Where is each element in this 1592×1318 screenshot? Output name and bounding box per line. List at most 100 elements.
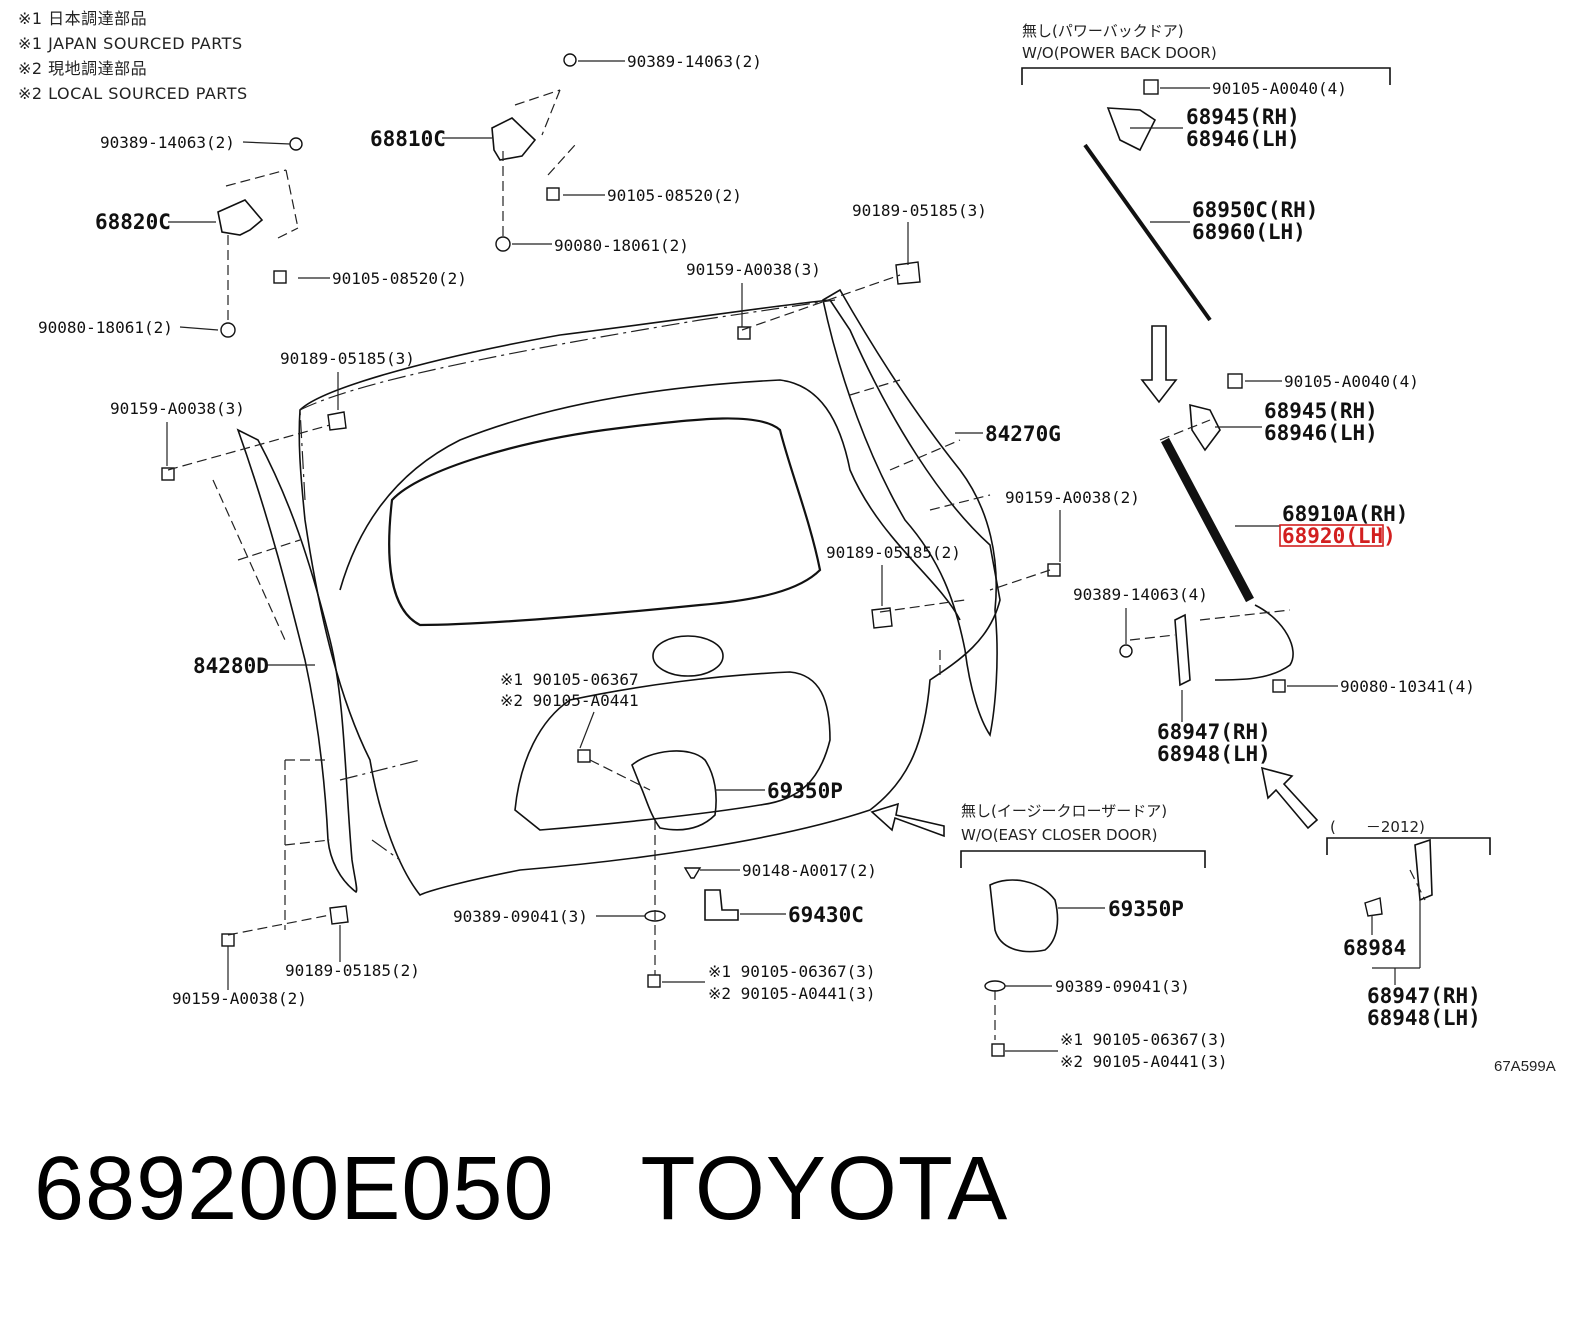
arrow-upleft-icon — [1260, 766, 1319, 830]
label-90105-A0441-bot: ※2 90105-A0441(3) — [708, 984, 876, 1003]
label-68820C: 68820C — [95, 210, 171, 234]
note-easy-closer-jp: 無し(イージークローザードア) — [961, 802, 1167, 820]
label-90189-05185-top: 90189-05185(3) — [852, 201, 987, 220]
strut-68910A — [1161, 437, 1254, 603]
hinge-68820C — [217, 199, 264, 236]
note-power-door-jp: 無し(パワーバックドア) — [1022, 22, 1184, 40]
label-68984: 68984 — [1343, 936, 1406, 960]
strut-cable — [1214, 604, 1294, 681]
label-84280D: 84280D — [193, 654, 269, 678]
label-68948-a: 68948(LH) — [1157, 742, 1271, 766]
rear-window — [388, 417, 822, 627]
garnish-84280D — [236, 428, 358, 894]
drawing-code: 67A599A — [1494, 1058, 1556, 1075]
label-90105-06367-alt: ※1 90105-06367(3) — [1060, 1030, 1228, 1049]
label-69350P-alt: 69350P — [1108, 897, 1184, 921]
label-68946-b: 68946(LH) — [1264, 421, 1378, 445]
label-90189-05185-left: 90189-05185(3) — [280, 349, 415, 368]
label-90105-08520-top: 90105-08520(2) — [607, 186, 742, 205]
bolt-icon — [161, 467, 175, 481]
clip-icon — [871, 607, 893, 629]
note-year-range: ( －2012) — [1330, 818, 1425, 836]
label-90159-A0038-right: 90159-A0038(2) — [1005, 488, 1140, 507]
label-90159-A0038-left: 90159-A0038(3) — [110, 399, 245, 418]
bolt-icon — [273, 270, 287, 284]
label-68945-a: 68945(RH) — [1186, 105, 1300, 129]
hinge-68810C — [491, 117, 537, 161]
fastener-icon — [563, 53, 577, 67]
label-90105-A0441-alt: ※2 90105-A0441(3) — [1060, 1052, 1228, 1071]
label-90080-10341: 90080-10341(4) — [1340, 677, 1475, 696]
back-door-outline — [298, 299, 1001, 897]
fastener-icon — [220, 322, 236, 338]
emblem-oval — [652, 635, 724, 677]
label-68910A: 68910A(RH) — [1282, 502, 1408, 526]
switch-69430C — [704, 889, 739, 921]
footer-brand: TOYOTA — [640, 1139, 1009, 1239]
label-68948-b: 68948(LH) — [1367, 1006, 1481, 1030]
screw-icon — [683, 867, 702, 879]
legend: ※1 日本調達部品 ※1 JAPAN SOURCED PARTS ※2 現地調達… — [18, 6, 248, 106]
label-90159-A0038-top: 90159-A0038(3) — [686, 260, 821, 279]
garnish-84270G — [822, 288, 998, 738]
label-90105-08520-left: 90105-08520(2) — [332, 269, 467, 288]
dash-dot-lines — [299, 299, 836, 861]
label-90080-18061-top: 90080-18061(2) — [554, 236, 689, 255]
label-84270G: 84270G — [985, 422, 1061, 446]
label-90105-A0040-b: 90105-A0040(4) — [1284, 372, 1419, 391]
option-brackets — [960, 67, 1491, 868]
bracket-68945-a — [1106, 107, 1157, 152]
label-90148-A0017: 90148-A0017(2) — [742, 861, 877, 880]
label-69350P-main: 69350P — [767, 779, 843, 803]
fastener-icon — [289, 137, 303, 151]
label-68947-a: 68947(RH) — [1157, 720, 1271, 744]
label-90105-06367-lock: ※1 90105-06367 — [500, 670, 639, 689]
label-68920-highlighted: 68920(LH) — [1282, 524, 1396, 548]
door-panel-line — [339, 379, 961, 621]
bolt-icon — [647, 974, 661, 988]
clip-icon — [1364, 897, 1383, 917]
label-90189-05185-right: 90189-05185(2) — [826, 543, 961, 562]
bolt-icon — [1143, 79, 1159, 95]
label-leaders — [166, 60, 1421, 1052]
legend-line: ※2 LOCAL SOURCED PARTS — [18, 84, 248, 103]
license-recess — [514, 671, 831, 831]
lock-69350P-alt — [989, 879, 1059, 953]
footer-part-number: 689200E050 — [34, 1139, 555, 1239]
leader-lines — [167, 89, 1426, 1040]
note-easy-closer-en: W/O(EASY CLOSER DOOR) — [961, 826, 1157, 844]
bracket-68945-b — [1189, 403, 1221, 452]
arrow-left-icon — [870, 802, 945, 838]
label-68960: 68960(LH) — [1192, 220, 1306, 244]
clip-icon — [327, 411, 347, 431]
label-90389-09041-alt: 90389-09041(3) — [1055, 977, 1190, 996]
bolt-icon — [1047, 563, 1061, 577]
label-69430C: 69430C — [788, 903, 864, 927]
clip-icon — [329, 905, 349, 925]
washer-icon — [1119, 644, 1133, 658]
label-90159-A0038-bot: 90159-A0038(2) — [172, 989, 307, 1008]
label-68946-a: 68946(LH) — [1186, 127, 1300, 151]
label-68947-b: 68947(RH) — [1367, 984, 1481, 1008]
fastener-icon — [495, 236, 511, 252]
highlight-box — [1279, 524, 1384, 547]
bracket-68947-b — [1414, 838, 1433, 902]
label-90080-18061-left: 90080-18061(2) — [38, 318, 173, 337]
label-90389-09041-main: 90389-09041(3) — [453, 907, 588, 926]
label-90389-14063-top: 90389-14063(2) — [627, 52, 762, 71]
label-90189-05185-bot: 90189-05185(2) — [285, 961, 420, 980]
washer-icon — [984, 980, 1006, 992]
legend-line: ※1 JAPAN SOURCED PARTS — [18, 34, 243, 53]
bolt-icon — [577, 749, 591, 763]
strut-68950C — [1083, 143, 1212, 322]
bracket-68947-a — [1174, 613, 1191, 687]
label-90105-A0441-lock: ※2 90105-A0441 — [500, 691, 639, 710]
bolt-icon — [737, 326, 751, 340]
lock-69350P — [631, 750, 717, 831]
bolt-icon — [1227, 373, 1243, 389]
footer-caption: 689200E050 TOYOTA — [34, 1138, 1094, 1241]
label-90389-14063-right: 90389-14063(4) — [1073, 585, 1208, 604]
label-68950C: 68950C(RH) — [1192, 198, 1318, 222]
